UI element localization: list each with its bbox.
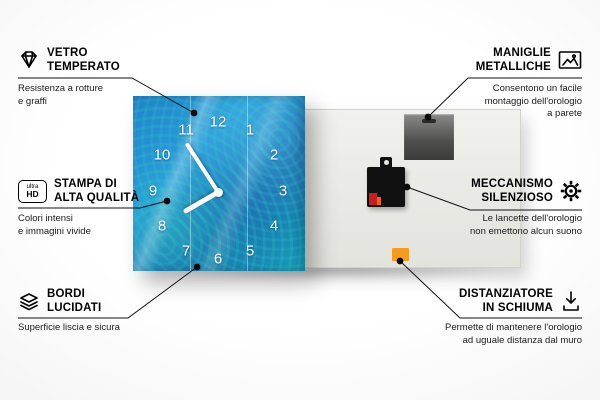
callout-meccanismo-silenzioso: MECCANISMO SILENZIOSO <box>471 177 582 206</box>
callout-vetro-temperato: VETRO TEMPERATO <box>18 46 120 75</box>
glass-panel-divider <box>189 96 192 271</box>
glass-panel-divider <box>246 96 249 271</box>
callout-description: Le lancette dell'orologio non emettono a… <box>470 213 582 237</box>
callout-description: Consentono un facile montaggio dell'orol… <box>484 83 582 120</box>
callout-description: Superficie liscia e sicura <box>18 322 120 333</box>
clock-number-6: 6 <box>213 250 223 268</box>
hanger-slot <box>422 119 436 123</box>
clock-number-2: 2 <box>269 146 279 164</box>
callout-description: Permette di mantenere l'orologio ad ugua… <box>445 322 582 346</box>
mechanism-hook <box>380 157 392 169</box>
arrow-down-icon <box>560 290 582 312</box>
diamond-icon <box>18 50 40 70</box>
clock-number-4: 4 <box>269 217 279 235</box>
hd-label: HD <box>26 189 39 200</box>
clock-hands-hub <box>213 187 223 197</box>
callout-distanziatore-schiuma: DISTANZIATORE IN SCHIUMA <box>459 287 582 316</box>
battery-orange-detail <box>377 197 381 205</box>
callout-title: BORDI LUCIDATI <box>47 288 102 315</box>
clock-number-9: 9 <box>148 182 158 200</box>
ultra-label: ultra <box>26 184 39 191</box>
callout-description: Resistenza a rotture e graffi <box>18 83 104 107</box>
callout-stampa-alta-qualita: ultra HD STAMPA DI ALTA QUALITÀ <box>18 177 139 206</box>
callout-bordi-lucidati: BORDI LUCIDATI <box>18 287 101 316</box>
ultra-hd-badge-icon: ultra HD <box>18 179 47 203</box>
battery-red-detail <box>369 193 377 205</box>
foam-spacer <box>392 248 409 261</box>
clock-number-5: 5 <box>245 242 255 260</box>
metal-hanger-plate <box>404 114 454 160</box>
clock-number-10: 10 <box>153 146 171 164</box>
clock-number-12: 12 <box>209 113 227 131</box>
callout-title: STAMPA DI ALTA QUALITÀ <box>54 178 140 205</box>
clock-number-7: 7 <box>181 242 191 260</box>
mechanism-hook-hole <box>383 160 389 165</box>
layers-icon <box>18 291 40 312</box>
picture-frame-icon <box>558 50 582 70</box>
callout-description: Colori intensi e immagini vivide <box>18 213 91 237</box>
callout-title: MECCANISMO SILENZIOSO <box>471 178 553 205</box>
callout-title: DISTANZIATORE IN SCHIUMA <box>459 288 553 315</box>
glass-reflection <box>133 96 305 271</box>
clock-front-panel: 1 2 3 4 5 6 7 8 9 10 11 12 <box>133 96 305 271</box>
callout-title: VETRO TEMPERATO <box>47 47 120 74</box>
clock-number-1: 1 <box>245 121 255 139</box>
gear-icon <box>560 180 582 202</box>
clock-number-11: 11 <box>178 121 194 139</box>
clock-number-3: 3 <box>278 182 288 200</box>
clock-number-8: 8 <box>157 217 167 235</box>
callout-maniglie-metalliche: MANIGLIE METALLICHE <box>476 46 582 75</box>
callout-title: MANIGLIE METALLICHE <box>475 47 551 74</box>
clock-mechanism <box>367 167 405 207</box>
